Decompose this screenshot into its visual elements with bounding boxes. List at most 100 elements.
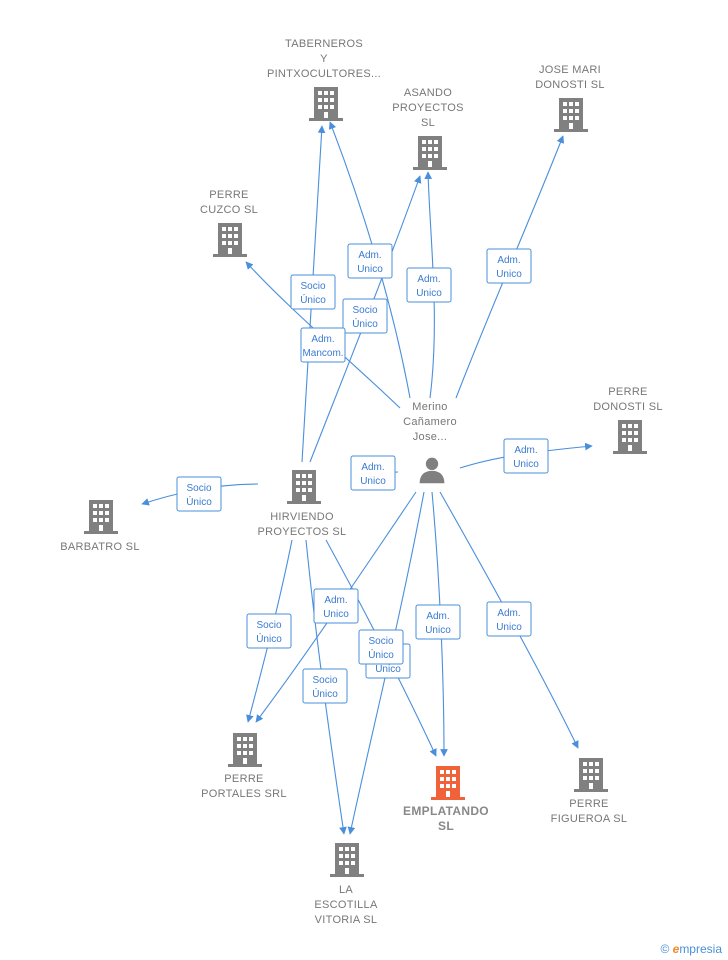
copyright-symbol: ©: [660, 942, 670, 956]
node-hirviendo[interactable]: HIRVIENDO PROYECTOS SL: [258, 470, 347, 538]
building-icon: [413, 136, 447, 170]
node-barbatro[interactable]: BARBATRO SL: [60, 500, 140, 553]
node-merino[interactable]: MerinoCañameroJose...: [403, 401, 457, 484]
edge-label-box: [486, 601, 532, 637]
edge-label-box: [415, 604, 461, 640]
building-icon: [431, 766, 465, 800]
edge-label-text: Único: [368, 648, 394, 661]
edge-label-text: Socio: [368, 636, 393, 647]
node-label: SL: [421, 117, 435, 129]
node-label: PERRE: [569, 798, 608, 810]
building-icon: [330, 843, 364, 877]
edge-label-box: [342, 298, 388, 334]
node-label: HIRVIENDO: [270, 511, 334, 523]
edge-label-text: Adm.: [497, 255, 520, 266]
node-label: BARBATRO SL: [60, 541, 140, 553]
edge-label-box: [358, 629, 404, 665]
edge-label-box: [503, 438, 549, 474]
edge-label-text: Unico: [375, 664, 401, 675]
edge-label-text: Único: [352, 317, 378, 330]
edge-label-text: Adm.: [497, 608, 520, 619]
edge-label-box: [290, 274, 336, 310]
edge-label-text: Unico: [496, 622, 522, 633]
brand-logo-initial: e: [672, 942, 680, 956]
node-label: PERRE: [224, 773, 263, 785]
edge-label: Adm. Unico: [415, 604, 461, 640]
edge-label-text: Socio: [186, 483, 211, 494]
edge-label-text: Socio: [256, 620, 281, 631]
node-donosti[interactable]: PERRE DONOSTI SL: [593, 386, 663, 454]
node-label: PINTXOCULTORES...: [267, 68, 381, 80]
node-label: DONOSTI SL: [593, 401, 663, 413]
edge-label-box: [313, 588, 359, 624]
edge-label-text: Adm.: [426, 611, 449, 622]
node-label: Cañamero: [403, 416, 457, 428]
edge-label-text: Único: [186, 495, 212, 508]
node-label: SL: [438, 819, 454, 833]
building-icon: [574, 758, 608, 792]
building-icon: [84, 500, 118, 534]
node-label: PROYECTOS: [392, 102, 464, 114]
node-label: TABERNEROS: [285, 38, 363, 50]
edge-label-box: [302, 668, 348, 704]
node-label: Y: [320, 53, 328, 65]
edge-label-box: [176, 476, 222, 512]
edge-label-text: Unico: [425, 625, 451, 636]
edge-label: Adm. Unico: [313, 588, 359, 624]
node-taberneros[interactable]: TABERNEROS Y PINTXOCULTORES...: [267, 38, 381, 121]
building-icon: [228, 733, 262, 767]
edge-label-text: Único: [312, 687, 338, 700]
edge-label-text: Socio: [312, 675, 337, 686]
edge-label: Adm.Unico: [350, 455, 396, 491]
building-icon: [309, 87, 343, 121]
edge-label-text: Unico: [513, 459, 539, 470]
edge-label: Adm. Unico: [486, 601, 532, 637]
node-portales[interactable]: PERRE PORTALES SRL: [201, 733, 287, 800]
node-label: PORTALES SRL: [201, 788, 287, 800]
node-label: LA: [339, 884, 353, 896]
edge-label-text: Unico: [360, 476, 386, 487]
edge-label-text: Unico: [416, 288, 442, 299]
edge-label-text: Adm.: [324, 595, 347, 606]
footer: © empresia: [660, 942, 722, 956]
edge-label-text: Único: [256, 632, 282, 645]
edge-labels: Adm.UnicoAdm.UnicoAdm.UnicoSocioÚnicoSoc…: [176, 243, 549, 704]
edge-label: Adm. Unico: [406, 267, 452, 303]
nodes: TABERNEROS Y PINTXOCULTORES... ASANDO PROYEC…: [60, 38, 663, 926]
edge-label-text: Unico: [323, 609, 349, 620]
edge-label-text: Adm.: [417, 274, 440, 285]
edge-label-text: Único: [300, 293, 326, 306]
edge-label-text: Socio: [352, 305, 377, 316]
edge-label-text: Mancom.: [302, 348, 343, 359]
node-label: ASANDO: [404, 87, 452, 99]
node-label: PERRE: [209, 189, 248, 201]
building-icon: [287, 470, 321, 504]
edge-label: Adm. Unico: [503, 438, 549, 474]
node-label: VITORIA SL: [315, 914, 378, 926]
node-label: PERRE: [608, 386, 647, 398]
node-label: JOSE MARI: [539, 64, 601, 76]
edge-label: Adm. Unico: [347, 243, 393, 279]
edge-label-text: Adm.: [358, 250, 381, 261]
edge-label-text: Adm.: [311, 334, 334, 345]
brand-logo-text: mpresia: [679, 942, 722, 956]
node-label: PROYECTOS SL: [258, 526, 347, 538]
edge-label-box: [350, 455, 396, 491]
edge-label-box: [246, 613, 292, 649]
edge-label-text: Adm.: [514, 445, 537, 456]
node-asando[interactable]: ASANDO PROYECTOS SL: [392, 87, 464, 170]
person-icon: [419, 457, 445, 484]
edge-label-text: Unico: [357, 264, 383, 275]
edge-label-text: Unico: [496, 269, 522, 280]
